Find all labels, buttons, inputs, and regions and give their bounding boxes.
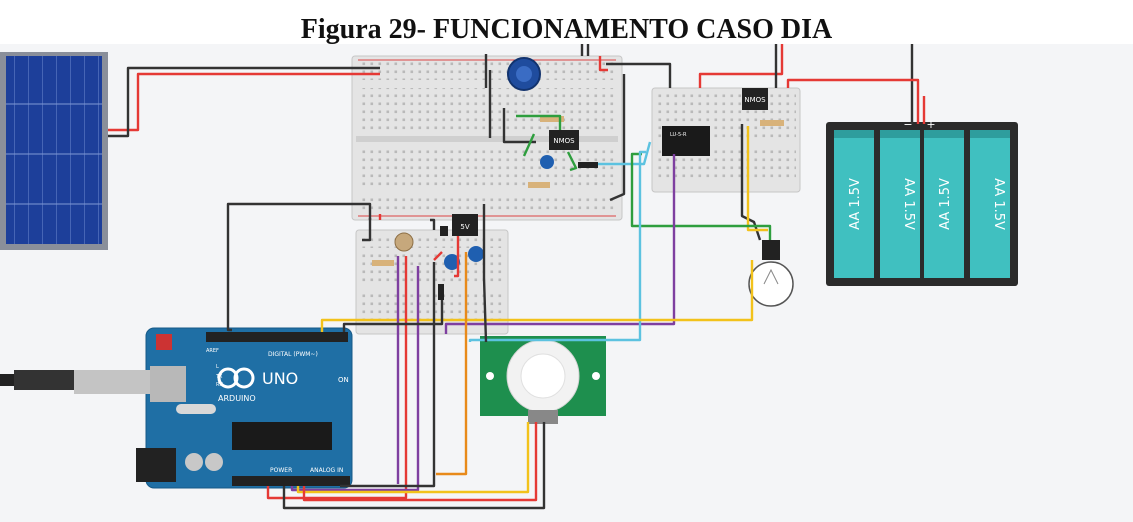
mosfet-b[interactable]: NMOS — [742, 88, 768, 110]
relay-label: LU-5-R — [670, 132, 687, 138]
arduino-power-header: POWER — [270, 467, 292, 474]
battery-minus-label: − — [903, 118, 912, 131]
diodes — [438, 162, 598, 300]
arduino-l-label: L — [216, 364, 219, 370]
capacitors — [444, 155, 554, 270]
regulator-label: 5V — [460, 223, 469, 231]
solar-panel[interactable] — [0, 52, 108, 250]
battery-cell-1: AA 1.5V — [848, 178, 863, 230]
wires — [108, 44, 926, 510]
light-bulb[interactable] — [748, 240, 794, 307]
arduino-analog-header: ANALOG IN — [310, 467, 343, 474]
battery-cell-2: AA 1.5V — [901, 178, 916, 230]
pir-sensor[interactable] — [480, 336, 606, 424]
mosfet-b-label: NMOS — [744, 96, 766, 104]
mosfet-a[interactable]: NMOS — [549, 130, 579, 150]
arduino-rx-label: RX — [216, 382, 223, 388]
battery-pack[interactable]: AA 1.5V AA 1.5V AA 1.5V AA 1.5V − + — [826, 118, 1018, 286]
voltage-regulator[interactable]: 5V — [452, 214, 478, 236]
arduino-brand: ARDUINO — [218, 394, 256, 403]
arduino-digital-header: DIGITAL (PWM~) — [268, 351, 318, 358]
usb-cable — [0, 370, 150, 394]
circuit-diagram: AA 1.5V AA 1.5V AA 1.5V AA 1.5V − + ARDU… — [0, 44, 1018, 510]
battery-plus-label: + — [926, 118, 935, 131]
breadboard-main[interactable] — [351, 55, 623, 221]
arduino-tx-label: TX — [215, 374, 223, 380]
battery-cell-4: AA 1.5V — [991, 178, 1006, 230]
ldr-sensor[interactable] — [394, 232, 414, 252]
battery-cell-3: AA 1.5V — [938, 178, 953, 230]
resistors — [372, 116, 784, 266]
figure-caption: Figura 29- FUNCIONAMENTO CASO DIA — [300, 14, 833, 45]
arduino-on-label: ON — [338, 376, 349, 384]
mosfet-a-label: NMOS — [553, 137, 575, 145]
arduino-uno[interactable]: ARDUINO UNO ON DIGITAL (PWM~) POWER ANAL… — [136, 327, 353, 489]
circuit-canvas: AA 1.5V AA 1.5V AA 1.5V AA 1.5V − + ARDU… — [0, 44, 1133, 522]
relay[interactable]: LU-5-R — [662, 126, 710, 156]
potentiometer[interactable] — [507, 57, 541, 91]
arduino-aref-label: AREF — [206, 348, 219, 354]
arduino-model: UNO — [262, 369, 298, 388]
